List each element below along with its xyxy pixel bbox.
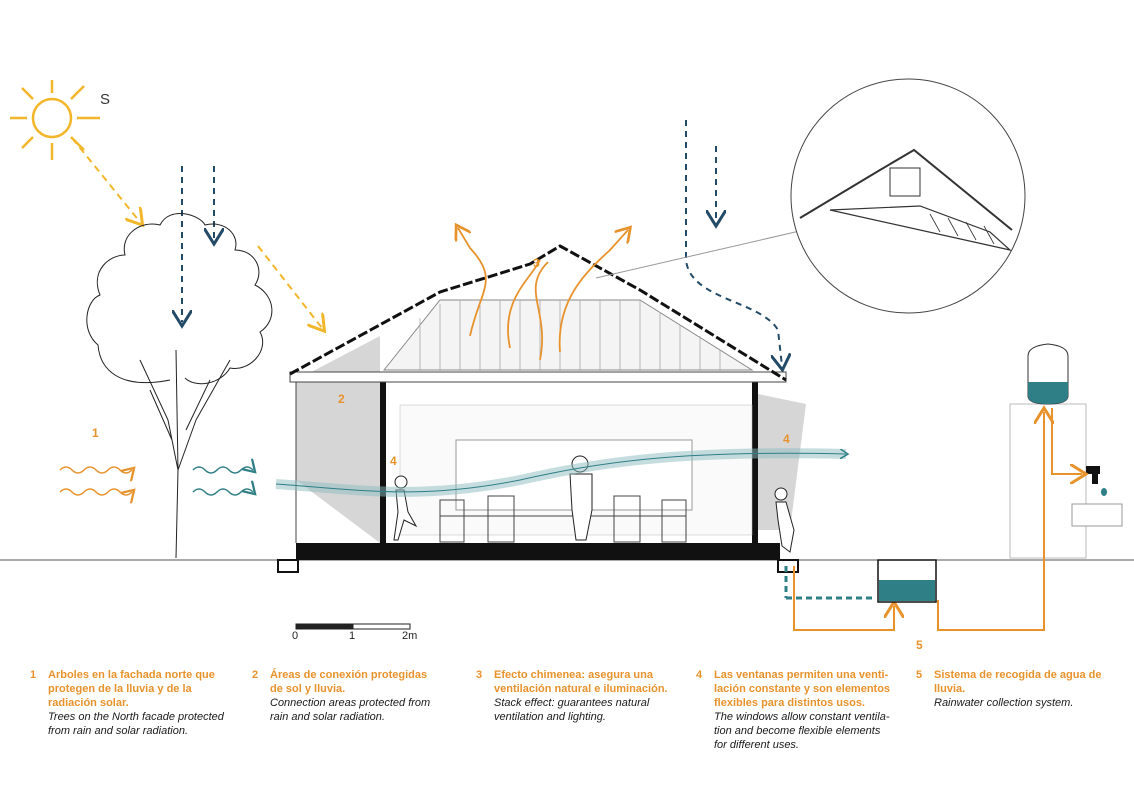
legend-text-es: Áreas de conexión protegidas de sol y ll… (270, 669, 428, 695)
legend-number: 2 (252, 669, 259, 681)
scale-label-2m: 2m (402, 630, 418, 642)
water-tank (1009, 343, 1123, 559)
legend-number: 1 (30, 669, 37, 681)
legend-item-4: 4 Las ventanas permiten una venti­lación… (696, 668, 896, 752)
legend-text-en: The windows allow constant ventila­tion … (714, 711, 890, 751)
callout-4a: 4 (390, 454, 397, 468)
compass-label: S (100, 91, 111, 108)
legend-text-es: Sistema de recogida de agua de lluvia. (934, 669, 1102, 695)
legend-number: 5 (916, 669, 923, 681)
legend-number: 4 (696, 669, 703, 681)
legend-item-2: 2 Áreas de conexión protegidas de sol y … (252, 668, 432, 724)
sun-ray-arrow (71, 137, 140, 222)
sun-ray-arrow (257, 245, 322, 328)
scale-label-0: 0 (292, 630, 299, 642)
legend-text-es: Arboles en la fachada norte que protegen… (48, 669, 215, 709)
callout-3: 3 (533, 256, 540, 270)
legend-text-es: Las ventanas permiten una venti­lación c… (714, 669, 891, 709)
stack-effect-arrows (458, 228, 628, 361)
callout-4b: 4 (783, 432, 790, 446)
rain-arrows (182, 120, 782, 366)
scale-label-1: 1 (349, 630, 356, 642)
legend-item-1: 1 Arboles en la fachada norte que proteg… (30, 668, 240, 738)
tap-icon (1086, 466, 1107, 496)
legend-text-en: Trees on the North facade protected from… (48, 711, 224, 737)
callout-1: 1 (92, 426, 99, 440)
legend-text-en: Rainwater collection system. (934, 697, 1074, 709)
callout-2: 2 (338, 392, 345, 406)
legend-text-en: Stack effect: guarantees natural venti­l… (494, 697, 650, 723)
rainwater-pipes (793, 408, 1082, 631)
scale-bar (295, 623, 411, 630)
legend-number: 3 (476, 669, 483, 681)
tree (86, 212, 273, 559)
sun-icon (10, 80, 100, 160)
cistern (877, 559, 937, 603)
legend-text-en: Connection areas protected from rain and… (270, 697, 431, 723)
building-section (275, 244, 846, 573)
wind-arrows-orange (59, 466, 132, 495)
legend-item-5: 5 Sistema de recogida de agua de lluvia.… (916, 668, 1106, 710)
wind-arrows-teal (192, 467, 253, 496)
legend-text-es: Efecto chimenea: asegura una ventilación… (494, 669, 668, 695)
callout-5: 5 (916, 638, 923, 652)
detail-circle (595, 78, 1026, 314)
legend-item-3: 3 Efecto chimenea: asegura una ventilaci… (476, 668, 676, 724)
